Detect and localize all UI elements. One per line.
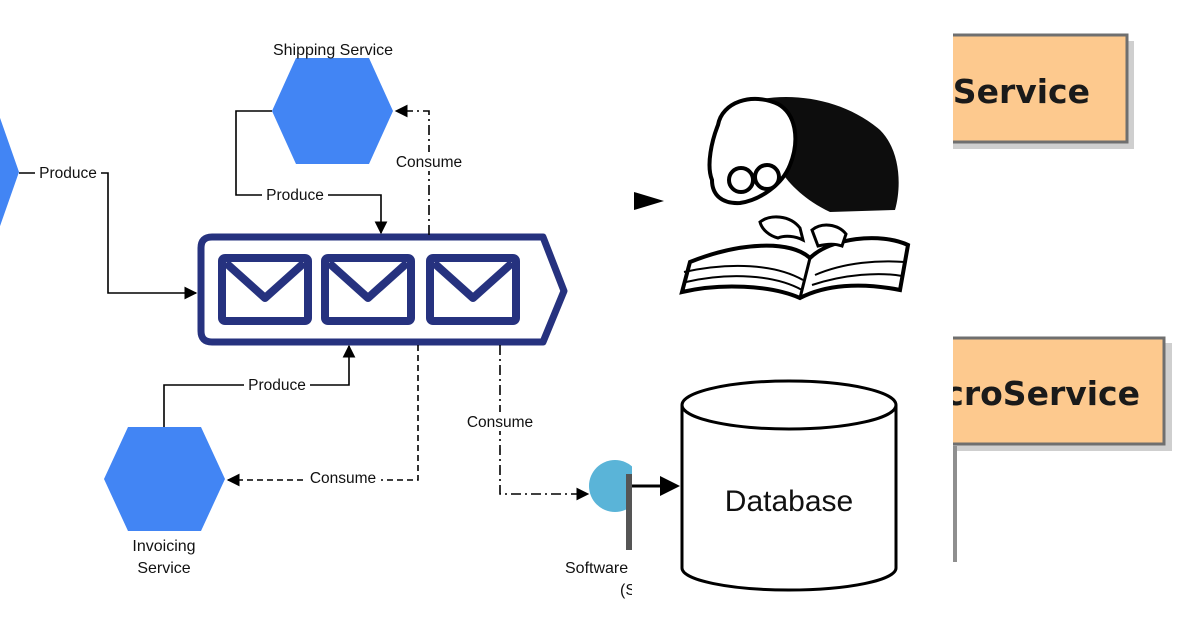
consume-software-label: Consume: [467, 414, 533, 431]
arrow-to-reader-icon: [634, 192, 664, 210]
message-queue: [197, 233, 568, 346]
consume-invoicing-label: Consume: [310, 470, 376, 487]
consume-shipping-edge: [394, 104, 430, 235]
produce-shipping-edge: [235, 110, 388, 235]
invoicing-service-label-line1: Invoicing: [132, 538, 195, 555]
microservice-box-top: [953, 33, 1129, 144]
microservice-label-top: roService: [914, 72, 1090, 111]
produce-invoicing-label: Produce: [248, 377, 306, 394]
invoicing-service-label-line2: Service: [137, 560, 190, 577]
envelope-icon: [426, 254, 520, 325]
produce-shipping-label: Produce: [266, 187, 324, 204]
software-service-label-line2: (S: [620, 582, 636, 599]
produce-left-label: Produce: [39, 165, 97, 182]
software-service-cloud: [589, 460, 632, 512]
envelope-icon: [218, 254, 312, 325]
microservice-panel: roService MicroService: [900, 33, 1172, 562]
produce-left-edge: [19, 172, 198, 300]
microservice-box-bottom: [953, 336, 1166, 446]
producer-service-hexagon: [0, 117, 19, 227]
envelope-icon: [321, 254, 415, 325]
consume-shipping-label: Consume: [396, 154, 462, 171]
shipping-service-label: Shipping Service: [273, 42, 393, 59]
invoicing-service-hexagon: [104, 427, 225, 531]
consume-software-edge: [499, 345, 590, 501]
reader-illustration: [679, 96, 911, 301]
software-service-label-line1: Software: [565, 560, 628, 577]
event-bus-diagram: Shipping Service Invoicing Service Softw…: [0, 42, 636, 599]
consume-invoicing-edge: [226, 345, 419, 487]
arrow-to-database-icon: [660, 476, 680, 496]
reader-and-database: Database: [626, 96, 911, 592]
database-cylinder: Database: [680, 379, 898, 592]
microservice-label-bottom: MicroService: [900, 374, 1140, 413]
shipping-service-hexagon: [272, 58, 393, 164]
database-label: Database: [725, 485, 853, 518]
